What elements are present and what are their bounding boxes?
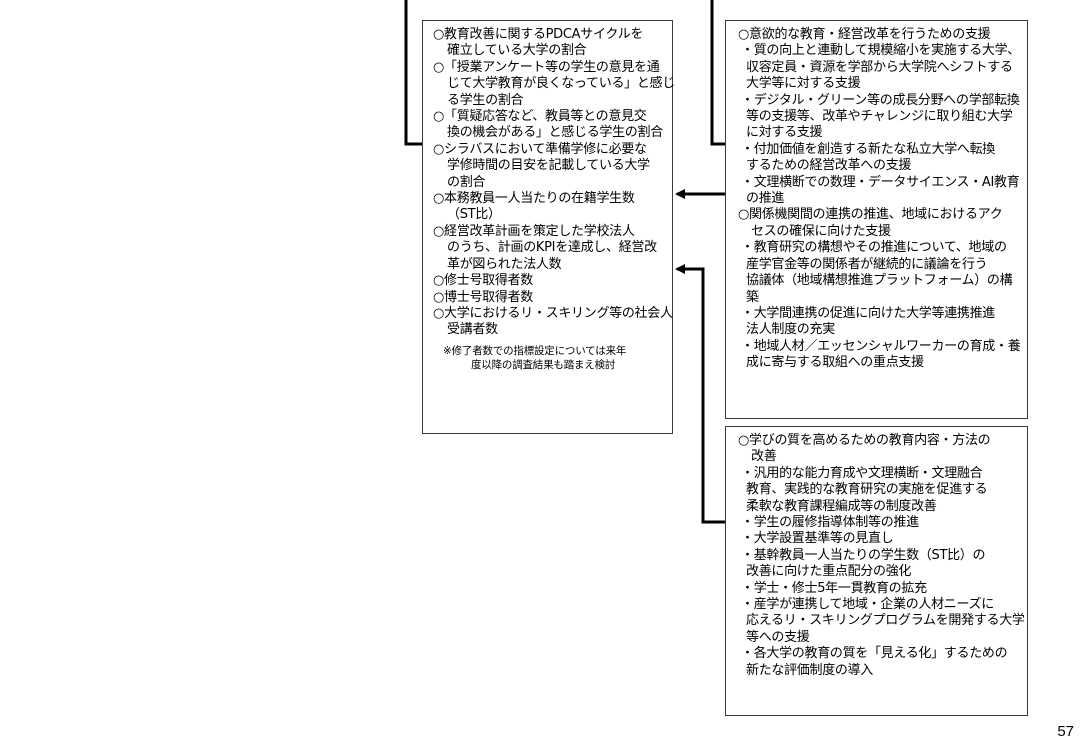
measure-sub-item: ・教育研究の構想やその推進について、地域の産学官金等の関係者が継続的に議論を行う… — [738, 240, 1021, 306]
text-line: のうち、計画のKPIを達成し、経営改 — [447, 240, 657, 256]
text-line: 柔軟な教育課程編成等の制度改善 — [746, 498, 937, 514]
indicator-item: ○「授業アンケート等の学生の意見を通じて大学教育が良くなっている」と感じる学生の… — [433, 59, 675, 109]
text-line: ○「授業アンケート等の学生の意見を通 — [433, 59, 660, 75]
measure-group: ○意欲的な教育・経営改革を行うための支援・質の向上と連動して規模縮小を実施する大… — [738, 27, 1021, 207]
outcome-bracket-line — [404, 0, 422, 146]
text-line: ・学士・修士5年一貫教育の拡充 — [741, 580, 927, 596]
text-line: の推進 — [746, 191, 785, 207]
text-line: 改善に向けた重点配分の強化 — [746, 564, 912, 580]
measure-sub-item: ・質の向上と連動して規模縮小を実施する大学、収容定員・資源を学部から大学院へシフ… — [738, 43, 1021, 92]
text-line: 収容定員・資源を学部から大学院へシフトする — [746, 59, 1013, 75]
text-line: ・各大学の教育の質を「見える化」するための — [741, 646, 1008, 662]
text-line: セスの確保に向けた支援 — [751, 223, 891, 239]
text-line: 教育、実践的な教育研究の実施を促進する — [746, 482, 988, 498]
measure-heading: ○学びの質を高めるための教育内容・方法の改善 — [738, 433, 1021, 466]
measure-sub-item: ・文理横断での数理・データサイエンス・AI教育の推進 — [738, 175, 1021, 208]
text-line: ・基幹教員一人当たりの学生数（ST比）の — [741, 547, 986, 563]
text-line: ○経営改革計画を策定した学校法人 — [433, 223, 635, 239]
text-line: ○シラバスにおいて準備学修に必要な — [433, 141, 647, 157]
indicator-item: ○「質疑応答など、教員等との意見交換の機会がある」と感じる学生の割合 — [433, 109, 664, 142]
measure-sub-item: ・地域人材／エッセンシャルワーカーの育成・養成に寄与する取組への重点支援 — [738, 339, 1021, 372]
text-line: 改善 — [751, 449, 777, 465]
text-line: ○関係機関間の連携の推進、地域におけるアク — [738, 207, 1003, 223]
text-line: ・付加価値を創造する新たな私立大学へ転換 — [741, 141, 996, 157]
measure-sub-item: ・大学設置基準等の見直し — [738, 531, 1021, 547]
text-line: 等への支援 — [746, 629, 810, 645]
text-line: ・産学が連携して地域・企業の人材ニーズに — [741, 597, 994, 613]
measure-sub-item: ・汎用的な能力育成や文理横断・文理融合教育、実践的な教育研究の実施を促進する柔軟… — [738, 466, 1021, 515]
text-line: じて大学教育が良くなっている」と感じ — [447, 76, 675, 92]
text-line: 協議体（地域構想推進プラットフォーム）の構 — [746, 273, 1013, 289]
measure-heading: ○意欲的な教育・経営改革を行うための支援 — [738, 27, 1021, 43]
text-line: 産学官金等の関係者が継続的に議論を行う — [746, 256, 988, 272]
indicator-note: ※修了者数での指標設定については来年度以降の調査結果も踏まえ検討 — [433, 344, 664, 373]
indicator-item: ○修士号取得者数 — [433, 273, 664, 289]
text-line: するための経営改革への支援 — [746, 158, 912, 174]
text-line: ・質の向上と連動して規模縮小を実施する大学、 — [741, 43, 1021, 59]
text-line: ・デジタル・グリーン等の成長分野への学部転換 — [741, 92, 1020, 108]
text-line: 学修時間の目安を記載している大学 — [447, 158, 650, 174]
indicator-item: ○大学におけるリ・スキリング等の社会人受講者数 — [433, 305, 673, 339]
text-line: ・汎用的な能力育成や文理横断・文理融合 — [741, 465, 983, 481]
arrow-bottom-measures-to-indicators — [675, 264, 725, 524]
text-line: ・地域人材／エッセンシャルワーカーの育成・養 — [741, 338, 1021, 354]
indicator-item: ○本務教員一人当たりの在籍学生数（ST比） — [433, 191, 664, 224]
measure-sub-item: ・デジタル・グリーン等の成長分野への学部転換等の支援等、改革やチャレンジに取り組… — [738, 93, 1021, 142]
indicators-box: ○教育改善に関するPDCAサイクルを確立している大学の割合○「授業アンケート等の… — [422, 20, 675, 434]
indicator-item: ○シラバスにおいて準備学修に必要な学修時間の目安を記載している大学の割合 — [433, 142, 664, 191]
top-measures-bracket-line — [710, 0, 725, 146]
text-line: ○大学におけるリ・スキリング等の社会人 — [433, 305, 673, 321]
indicator-item: ○経営改革計画を策定した学校法人のうち、計画のKPIを達成し、経営改革が図られた… — [433, 224, 664, 273]
measures-top-content: ○意欲的な教育・経営改革を行うための支援・質の向上と連動して規模縮小を実施する大… — [738, 27, 1021, 372]
text-line: ○教育改善に関するPDCAサイクルを — [433, 27, 644, 42]
text-line: 確立している大学の割合 — [447, 43, 587, 59]
text-line: ・大学設置基準等の見直し — [741, 531, 894, 547]
measure-group: ○学びの質を高めるための教育内容・方法の改善・汎用的な能力育成や文理横断・文理融… — [738, 433, 1025, 679]
text-line: の割合 — [447, 174, 486, 190]
measure-sub-item: ・各大学の教育の質を「見える化」するための新たな評価制度の導入 — [738, 646, 1021, 679]
measures-bottom-content: ○学びの質を高めるための教育内容・方法の改善・汎用的な能力育成や文理横断・文理融… — [738, 433, 1025, 679]
text-line: ・教育研究の構想やその推進について、地域の — [741, 240, 1007, 256]
measure-sub-item: ・産学が連携して地域・企業の人材ニーズに応えるリ・スキリングプログラムを開発する… — [738, 597, 1025, 646]
text-line: ○意欲的な教育・経営改革を行うための支援 — [738, 27, 991, 42]
text-line: ○修士号取得者数 — [433, 273, 533, 289]
text-line: ○博士号取得者数 — [433, 289, 533, 305]
measures-bottom-box: ○学びの質を高めるための教育内容・方法の改善・汎用的な能力育成や文理横断・文理融… — [725, 426, 1028, 716]
text-line: に対する支援 — [746, 125, 823, 141]
text-line: 受講者数 — [447, 322, 498, 338]
text-line: 応えるリ・スキリングプログラムを開発する大学 — [746, 613, 1025, 629]
text-line: 度以降の調査結果も踏まえ検討 — [471, 359, 616, 372]
measure-sub-item: ・付加価値を創造する新たな私立大学へ転換するための経営改革への支援 — [738, 142, 1021, 175]
text-line: 革が図られた法人数 — [447, 256, 562, 272]
measure-sub-item: ・基幹教員一人当たりの学生数（ST比）の改善に向けた重点配分の強化 — [738, 548, 1021, 581]
text-line: ・文理横断での数理・データサイエンス・AI教育 — [741, 174, 1020, 190]
text-line: ・大学間連携の促進に向けた大学等連携推進 — [741, 305, 996, 321]
indicator-item: ○博士号取得者数 — [433, 290, 664, 306]
measure-heading: ○関係機関間の連携の推進、地域におけるアクセスの確保に向けた支援 — [738, 207, 1021, 240]
text-line: ○学びの質を高めるための教育内容・方法の — [738, 433, 991, 448]
measure-sub-item: ・学士・修士5年一貫教育の拡充 — [738, 581, 1021, 597]
indicator-item: ○教育改善に関するPDCAサイクルを確立している大学の割合 — [433, 27, 664, 60]
text-line: ※修了者数での指標設定については来年 — [443, 344, 627, 357]
measures-top-box: ○意欲的な教育・経営改革を行うための支援・質の向上と連動して規模縮小を実施する大… — [725, 20, 1028, 419]
text-line: ○本務教員一人当たりの在籍学生数 — [433, 191, 635, 207]
text-line: ・学生の履修指導体制等の推進 — [741, 515, 919, 531]
text-line: （ST比） — [447, 207, 501, 223]
measure-sub-item: ・大学間連携の促進に向けた大学等連携推進法人制度の充実 — [738, 306, 1021, 339]
text-line: 換の機会がある」と感じる学生の割合 — [447, 125, 663, 141]
indicator-list: ○教育改善に関するPDCAサイクルを確立している大学の割合○「授業アンケート等の… — [433, 27, 675, 339]
text-line: 成に寄与する取組への重点支援 — [746, 355, 924, 371]
text-line: る学生の割合 — [447, 92, 524, 108]
measure-group: ○関係機関間の連携の推進、地域におけるアクセスの確保に向けた支援・教育研究の構想… — [738, 207, 1021, 371]
text-line: 築 — [746, 289, 759, 305]
text-line: ○「質疑応答など、教員等との意見交 — [433, 109, 647, 125]
text-line: 等の支援等、改革やチャレンジに取り組む大学 — [746, 109, 1013, 125]
measure-sub-item: ・学生の履修指導体制等の推進 — [738, 515, 1021, 531]
text-line: 大学等に対する支援 — [746, 76, 861, 92]
text-line: 法人制度の充実 — [746, 322, 835, 338]
page-number: 57 — [1057, 723, 1074, 740]
text-line: 新たな評価制度の導入 — [746, 662, 874, 678]
